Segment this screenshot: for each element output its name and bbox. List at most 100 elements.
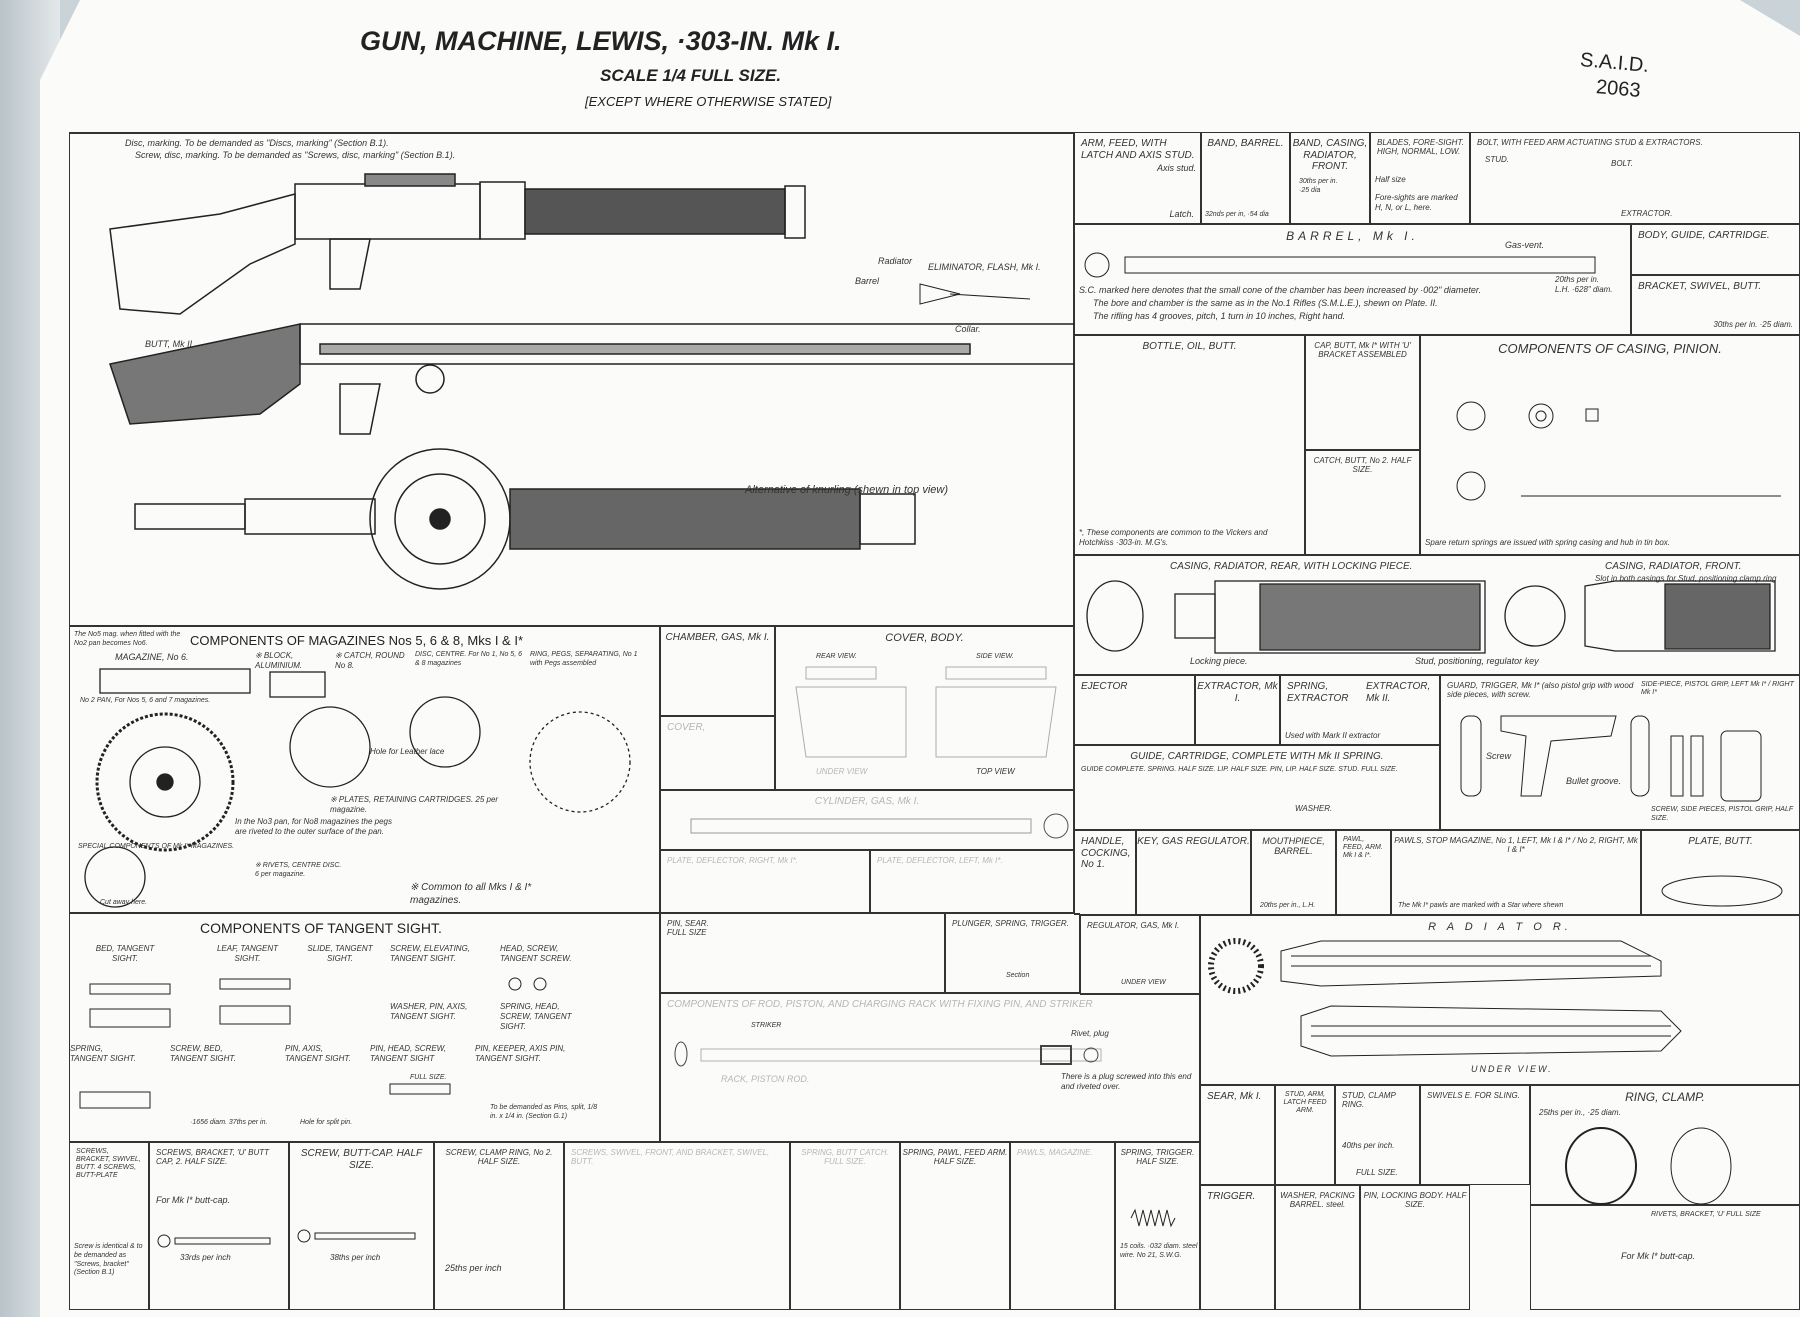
- casing-radiator-panel: CASING, RADIATOR, REAR, WITH LOCKING PIE…: [1074, 555, 1800, 675]
- plug-note: There is a plug screwed into this end an…: [1061, 1072, 1192, 1091]
- gun-views-panel: Disc, marking. To be demanded as "Discs,…: [69, 132, 1075, 626]
- used-with-note: Used with Mark II extractor: [1285, 731, 1381, 740]
- pawls-note: The Mk I* pawls are marked with a Star w…: [1398, 902, 1564, 910]
- spring-drawing: [1130, 1208, 1176, 1228]
- stud-clamp-panel: STUD, CLAMP RING.40ths per inch.FULL SIZ…: [1335, 1085, 1420, 1185]
- scale-label: SCALE 1/4 FULL SIZE.: [600, 66, 782, 85]
- stud-arm-panel: STUD, ARM, LATCH FEED ARM.: [1275, 1085, 1335, 1185]
- rivets-label: ※ RIVETS, CENTRE DISC. 6 per magazine.: [255, 862, 342, 878]
- half-size-label: Half size: [1375, 175, 1406, 184]
- plate-left-panel: PLATE, DEFLECTOR, LEFT, Mk I*.: [870, 850, 1074, 913]
- gun-top-view: [134, 448, 916, 590]
- barrel-panel: BARREL, Mk I. Gas-vent. 20ths per in. L.…: [1074, 224, 1631, 335]
- body-guide-panel: BODY, GUIDE, CARTRIDGE.: [1631, 224, 1800, 275]
- thread-note: 30ths per in. ·25 diam.: [1713, 320, 1793, 329]
- bolt-label: BOLT.: [1611, 159, 1633, 168]
- block-label: ※ BLOCK, ALUMINIUM.: [255, 651, 303, 670]
- band-barrel-panel: BAND, BARREL.32nds per in, ·54 dia: [1201, 132, 1290, 224]
- knurling-note: Alternative of knurling (shewn in top vi…: [745, 484, 948, 496]
- rivets-note: For Mk I* butt-cap.: [1621, 1251, 1696, 1261]
- hole-label: Hole for Leather lace: [370, 747, 445, 756]
- radiator-under-view-label: UNDER VIEW.: [1471, 1064, 1553, 1074]
- axis-stud-label: Axis stud.: [1156, 163, 1196, 173]
- pan-label: No 2 PAN, For Nos 5, 6 and 7 magazines.: [80, 697, 211, 704]
- bottle-oil-panel: BOTTLE, OIL, BUTT.*, These components ar…: [1074, 335, 1305, 555]
- special-components-label: SPECIAL COMPONENTS OF Mk I* MAGAZINES.: [78, 843, 235, 850]
- full-size-label: FULL SIZE.: [410, 1074, 447, 1081]
- screw-bed-label: SCREW, BED, TANGENT SIGHT.: [170, 1044, 236, 1063]
- stud-positioning-label: Stud, positioning, regulator key: [1415, 656, 1539, 666]
- spring-label: SPRING, TANGENT SIGHT.: [70, 1044, 136, 1063]
- rivet-plug-label: Rivet, plug: [1071, 1029, 1109, 1038]
- flash-eliminator-drawing: [919, 283, 1031, 305]
- blades-foresight-panel: BLADES, FORE-SIGHT. HIGH, NORMAL, LOW.Ha…: [1370, 132, 1470, 224]
- casing-pinion-note: Spare return springs are issued with spr…: [1425, 538, 1671, 547]
- screw-drawing: [297, 1229, 416, 1243]
- thread-note: 25ths per in., ·25 diam.: [1539, 1108, 1621, 1117]
- thread-note: 32nds per in, ·54 dia: [1205, 211, 1269, 219]
- pin-keeper-label: PIN, KEEPER, AXIS PIN, TANGENT SIGHT.: [475, 1044, 566, 1063]
- rack-label: RACK, PISTON ROD.: [721, 1074, 810, 1084]
- demand-note: To be demanded as Pins, split, 1/8 in. x…: [490, 1104, 598, 1120]
- pawls-stop-panel: PAWLS, STOP MAGAZINE, No 1, LEFT, Mk I &…: [1391, 830, 1641, 915]
- coils-note: 15 coils. ·032 diam. steel wire. No 21, …: [1120, 1243, 1198, 1259]
- thread-note: 30ths per in. ·25 dia: [1299, 178, 1338, 194]
- plate-right-panel: PLATE, DEFLECTOR, RIGHT, Mk I*.: [660, 850, 870, 913]
- plunger-panel: PLUNGER, SPRING, TRIGGER.Section: [945, 913, 1080, 993]
- gun-drawings: [109, 173, 1075, 590]
- barrel-drawing: [1084, 252, 1596, 278]
- spring-head-label: SPRING, HEAD, SCREW, TANGENT SIGHT.: [500, 1002, 572, 1031]
- ring-clamp-panel: RING, CLAMP.25ths per in., ·25 diam.: [1530, 1085, 1800, 1205]
- screws-swivel-panel: SCREWS, BRACKET, SWIVEL, BUTT. 4 SCREWS,…: [69, 1142, 149, 1310]
- arm-feed-panel: ARM, FEED, WITH LATCH AND AXIS STUD.Latc…: [1074, 132, 1201, 224]
- bracket-swivel-panel: BRACKET, SWIVEL, BUTT.30ths per in. ·25 …: [1631, 275, 1800, 335]
- pistol-grip-drawing: [1460, 715, 1762, 802]
- thread-note: ·1656 diam. 37ths per in.: [190, 1119, 268, 1126]
- catch-label: ※ CATCH, ROUND No 8.: [335, 651, 405, 670]
- screw-side-label: SCREW, SIDE PIECES, PISTOL GRIP, HALF SI…: [1651, 806, 1793, 822]
- disc-centre-label: DISC, CENTRE. For No 1, No 5, 6 & 8 maga…: [415, 651, 522, 667]
- tangent-sight-panel: COMPONENTS OF TANGENT SIGHT. BED, TANGEN…: [69, 913, 660, 1142]
- pan-note: In the No3 pan, for No8 magazines the pe…: [235, 817, 392, 836]
- cylinder-gas-panel: CYLINDER, GAS, Mk I.: [660, 790, 1074, 850]
- radiator-label: Radiator: [878, 256, 913, 266]
- leaf-label: LEAF, TANGENT SIGHT.: [216, 944, 279, 963]
- cover-body-panel: COVER, BODY. REAR VIEW.SIDE VIEW. UNDER …: [775, 626, 1074, 790]
- casing-pinion-panel: COMPONENTS OF CASING, PINION.Spare retur…: [1420, 335, 1800, 555]
- catch-butt-panel: CATCH, BUTT, No 2. HALF SIZE.: [1305, 450, 1420, 555]
- spring-buttcatch-panel: SPRING, BUTT CATCH. FULL SIZE.: [790, 1142, 900, 1310]
- spring-trigger-panel: SPRING, TRIGGER. HALF SIZE.15 coils. ·03…: [1115, 1142, 1200, 1310]
- side-view-label: SIDE VIEW.: [976, 653, 1014, 660]
- split-pin-note: Hole for split pin.: [300, 1119, 353, 1126]
- plate-butt-drawing: [1661, 875, 1783, 907]
- collar-label: Collar.: [955, 324, 981, 334]
- cover-panel: COVER,: [660, 716, 775, 790]
- tangent-sight-drawings: [79, 977, 547, 1109]
- extractor-label: EXTRACTOR.: [1621, 209, 1673, 218]
- identical-note: Screw is identical & to be demanded as "…: [74, 1243, 143, 1277]
- bolt-panel: BOLT, WITH FEED ARM ACTUATING STUD & EXT…: [1470, 132, 1800, 224]
- thread-note: 20ths per in., L.H.: [1260, 902, 1316, 910]
- pawl-feed-panel: PAWL, FEED, ARM. Mk I & I*.: [1336, 830, 1391, 915]
- mouthpiece-panel: MOUTHPIECE, BARREL.20ths per in., L.H.: [1251, 830, 1336, 915]
- slot-note: Slot in both casings for Stud, positioni…: [1595, 574, 1777, 583]
- pawls-magazine-panel: PAWLS, MAGAZINE.: [1010, 1142, 1115, 1310]
- cover-body-drawing: [795, 666, 1057, 758]
- striker-label: STRIKER: [751, 1022, 782, 1029]
- bullet-groove-label: Bullet groove.: [1566, 776, 1622, 786]
- band-casing-panel: BAND, CASING, RADIATOR, FRONT.30ths per …: [1290, 132, 1370, 224]
- key-gas-panel: KEY, GAS REGULATOR.: [1136, 830, 1251, 915]
- disc-marking-note: Disc, marking. To be demanded as "Discs,…: [125, 138, 389, 148]
- full-size-label: FULL SIZE.: [1356, 1168, 1398, 1177]
- screw-butt-cap-panel: SCREW, BUTT-CAP. HALF SIZE.38ths per inc…: [289, 1142, 434, 1310]
- drawing-title: GUN, MACHINE, LEWIS, ·303-IN. Mk I.: [360, 26, 842, 56]
- barrel-thread-note: 20ths per in. L.H. ·628" diam.: [1555, 275, 1613, 294]
- screw-clamp-ring-panel: SCREW, CLAMP RING, No 2. HALF SIZE.25ths…: [434, 1142, 564, 1310]
- head-screw-label: HEAD, SCREW, TANGENT SCREW.: [500, 944, 572, 963]
- radiator-drawing: [1208, 938, 1682, 1057]
- latch-label: Latch.: [1169, 208, 1194, 219]
- screws-front-panel: SCREWS, SWIVEL, FRONT, AND BRACKET, SWIV…: [564, 1142, 790, 1310]
- stud-label: STUD.: [1485, 155, 1509, 164]
